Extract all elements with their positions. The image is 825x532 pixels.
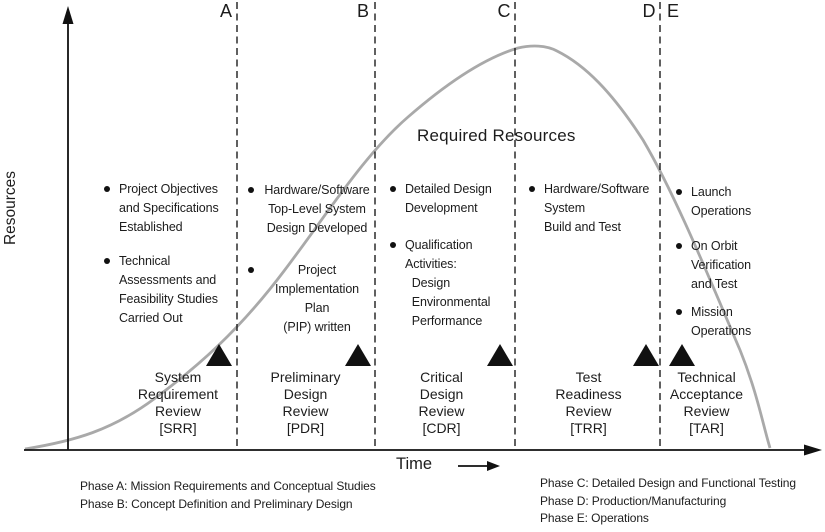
bullet-text: Technical Assessments and Feasibility St… bbox=[119, 254, 218, 325]
phase-letter-e: E bbox=[666, 1, 679, 21]
phase-b-bullet-2: Project Implementation Plan (PIP) writte… bbox=[248, 261, 375, 337]
legend-line: Phase D: Production/Manufacturing bbox=[540, 493, 727, 508]
bullet-icon bbox=[390, 186, 396, 192]
milestone-triangle-trr bbox=[633, 344, 659, 366]
phase-b-bullet-1: Hardware/Software Top-Level System Desig… bbox=[248, 181, 375, 238]
bullet-text: Mission Operations bbox=[691, 305, 752, 338]
bullet-icon bbox=[248, 187, 254, 193]
milestone-triangle-tar bbox=[669, 344, 695, 366]
bullet-icon bbox=[104, 186, 110, 192]
y-axis-arrow-icon bbox=[62, 6, 74, 24]
review-trr: Test Readiness Review [TRR] bbox=[555, 369, 622, 436]
milestone-triangle-pdr bbox=[345, 344, 371, 366]
bullet-text: Hardware/Software Top-Level System Desig… bbox=[264, 183, 370, 235]
x-axis-arrow-icon bbox=[804, 444, 822, 456]
x-axis-label: Time bbox=[396, 455, 433, 473]
bullet-icon bbox=[676, 243, 682, 249]
phase-c-bullet-2: Qualification Activities: Design Environ… bbox=[390, 236, 490, 331]
bullet-text: On Orbit Verification and Test bbox=[691, 239, 751, 291]
resource-curve bbox=[24, 44, 772, 451]
bullet-text: Project Implementation Plan (PIP) writte… bbox=[274, 263, 360, 334]
bullet-text: Launch Operations bbox=[691, 185, 752, 218]
phase-e-bullet-3: Mission Operations bbox=[676, 303, 751, 341]
review-cdr: Critical Design Review [CDR] bbox=[418, 369, 465, 436]
bullet-text: Qualification Activities: Design Environ… bbox=[405, 238, 491, 328]
milestone-triangle-srr bbox=[206, 344, 232, 366]
y-axis-label: Resources bbox=[2, 170, 19, 246]
bullet-text: Hardware/Software System Build and Test bbox=[544, 182, 650, 234]
review-srr: System Requirement Review [SRR] bbox=[137, 369, 219, 436]
bullet-text: Project Objectives and Specifications Es… bbox=[119, 182, 219, 234]
curve-label: Required Resources bbox=[417, 126, 576, 145]
phase-a-bullet-2: Technical Assessments and Feasibility St… bbox=[104, 252, 218, 328]
phase-letter-d: D bbox=[642, 1, 656, 21]
phase-e-bullet-1: Launch Operations bbox=[676, 183, 751, 221]
legend-line: Phase E: Operations bbox=[540, 511, 649, 525]
phase-c-bullet-1: Detailed Design Development bbox=[390, 180, 492, 218]
legend-line: Phase A: Mission Requirements and Concep… bbox=[80, 479, 376, 493]
bullet-text: Detailed Design Development bbox=[405, 182, 492, 215]
phase-e-bullet-2: On Orbit Verification and Test bbox=[676, 237, 751, 294]
milestone-triangle-cdr bbox=[487, 344, 513, 366]
legend-line: Phase C: Detailed Design and Functional … bbox=[540, 476, 796, 490]
bullet-icon bbox=[104, 258, 110, 264]
phase-letter-c: C bbox=[497, 1, 511, 21]
phase-legend-right: Phase C: Detailed Design and Functional … bbox=[540, 475, 796, 528]
bullet-icon bbox=[248, 267, 254, 273]
bullet-icon bbox=[529, 186, 535, 192]
review-tar: Technical Acceptance Review [TAR] bbox=[669, 369, 744, 436]
time-arrow-head-icon bbox=[487, 461, 500, 471]
legend-line: Phase B: Concept Definition and Prelimin… bbox=[80, 496, 353, 511]
bullet-icon bbox=[676, 189, 682, 195]
phase-a-bullet-1: Project Objectives and Specifications Es… bbox=[104, 180, 219, 237]
phase-letter-b: B bbox=[356, 1, 369, 21]
phase-d-bullet-1: Hardware/Software System Build and Test bbox=[529, 180, 649, 237]
phase-letter-a: A bbox=[219, 1, 232, 21]
bullet-icon bbox=[676, 309, 682, 315]
review-pdr: Preliminary Design Review [PDR] bbox=[270, 369, 341, 436]
phase-legend-left: Phase A: Mission Requirements and Concep… bbox=[80, 478, 376, 513]
bullet-icon bbox=[390, 242, 396, 248]
